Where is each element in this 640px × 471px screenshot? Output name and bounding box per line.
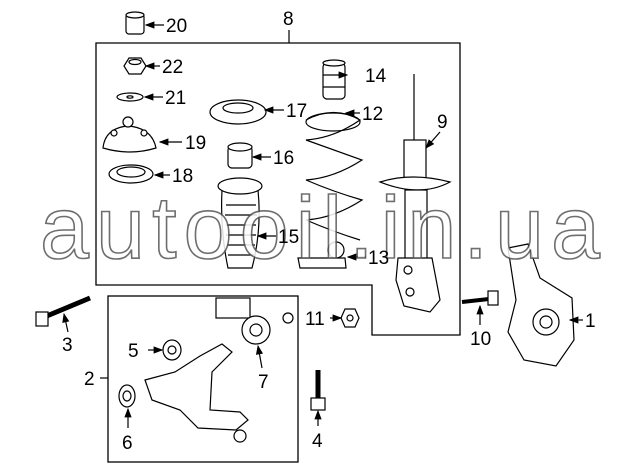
bolt-3 bbox=[35, 295, 91, 327]
callout-5: 5 bbox=[128, 341, 139, 362]
callout-19: 19 bbox=[185, 133, 206, 154]
bolt-10 bbox=[461, 290, 499, 306]
seat-17 bbox=[209, 99, 267, 125]
callout-2: 2 bbox=[84, 369, 95, 390]
lower-arm-box bbox=[107, 295, 299, 463]
boot-15 bbox=[217, 177, 263, 269]
callout-17: 17 bbox=[286, 101, 307, 122]
bushing-5 bbox=[162, 339, 182, 361]
callout-14: 14 bbox=[365, 66, 387, 87]
callout-16: 16 bbox=[273, 148, 294, 169]
bolt-4 bbox=[310, 370, 326, 411]
knuckle-1 bbox=[507, 243, 575, 367]
insulator-18 bbox=[108, 164, 154, 184]
callout-4: 4 bbox=[312, 431, 323, 452]
bushing-6 bbox=[118, 384, 136, 408]
bumper-14 bbox=[322, 59, 346, 100]
callout-12: 12 bbox=[362, 104, 383, 125]
callout-11: 11 bbox=[305, 309, 325, 330]
callout-3: 3 bbox=[62, 335, 73, 356]
leader-arrows bbox=[62, 21, 583, 428]
insulator-13 bbox=[297, 241, 347, 269]
callout-21: 21 bbox=[165, 88, 186, 109]
nut-11 bbox=[340, 308, 360, 328]
callout-1: 1 bbox=[585, 311, 596, 332]
callout-22: 22 bbox=[162, 57, 183, 78]
coil-spring-12 bbox=[305, 111, 364, 241]
callout-7: 7 bbox=[258, 372, 269, 393]
lower-arm bbox=[144, 297, 294, 443]
callout-9: 9 bbox=[437, 112, 448, 133]
washer-21 bbox=[116, 92, 144, 102]
callout-8: 8 bbox=[283, 9, 294, 30]
callout-6: 6 bbox=[122, 433, 133, 454]
nut-20 bbox=[125, 11, 145, 35]
mount-19 bbox=[102, 116, 157, 153]
bumper-16 bbox=[227, 142, 253, 169]
callout-13: 13 bbox=[368, 248, 389, 269]
strut-9 bbox=[378, 74, 452, 313]
callout-15: 15 bbox=[278, 227, 299, 248]
nut-22 bbox=[123, 57, 147, 75]
callout-18: 18 bbox=[172, 166, 193, 187]
callout-20: 20 bbox=[166, 16, 187, 37]
callout-10: 10 bbox=[470, 329, 491, 350]
strut-assembly-box bbox=[95, 42, 461, 336]
